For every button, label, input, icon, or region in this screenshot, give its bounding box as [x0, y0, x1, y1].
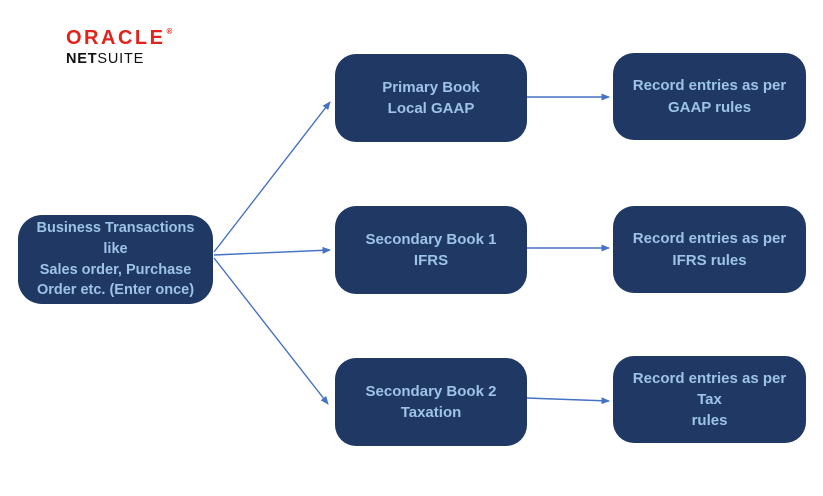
arrow-source-to-primary-book: [213, 101, 331, 253]
ifrs-record-box: Record entries as per IFRS rules: [613, 206, 806, 293]
box-text-line: Primary Book: [382, 78, 480, 96]
box-text-line: Business Transactions like: [36, 220, 195, 257]
box-text-line: Record entries as per: [632, 230, 787, 248]
box-text-line: GAAP rules: [667, 98, 752, 116]
registered-trademark-symbol: ®: [166, 27, 173, 36]
box-text-line: IFRS rules: [672, 251, 747, 269]
box-text-line: Taxation: [400, 404, 462, 421]
oracle-netsuite-logo: ORACLE® NETSUITE: [66, 28, 172, 67]
source-transactions-box: Business Transactions like Sales order, …: [18, 215, 213, 304]
box-text-line: Record entries as per: [632, 77, 787, 95]
oracle-text: ORACLE: [66, 27, 166, 49]
primary-book-box: Primary Book Local GAAP: [335, 54, 527, 142]
box-text-line: Local GAAP: [387, 100, 475, 117]
arrow-source-to-secondary-book-2: [213, 257, 329, 405]
box-text-line: IFRS: [413, 252, 449, 269]
netsuite-suite-text: SUITE: [97, 51, 145, 67]
box-text-line: Sales order, Purchase: [39, 261, 192, 278]
arrow-secondary-book-2-to-tax-record: [525, 397, 610, 405]
netsuite-wordmark: NETSUITE: [66, 52, 172, 67]
box-text-line: rules: [691, 412, 728, 430]
tax-record-box: Record entries as per Tax rules: [613, 356, 806, 443]
secondary-book-1-box: Secondary Book 1 IFRS: [335, 206, 527, 294]
box-text-line: Record entries as per Tax: [632, 369, 787, 408]
box-text-line: Order etc. (Enter once): [36, 282, 195, 299]
netsuite-net-text: NET: [66, 51, 98, 67]
box-text-line: Secondary Book 1: [365, 230, 497, 248]
secondary-book-2-box: Secondary Book 2 Taxation: [335, 358, 527, 446]
gaap-record-box: Record entries as per GAAP rules: [613, 53, 806, 140]
box-text-line: Secondary Book 2: [365, 382, 497, 400]
oracle-wordmark: ORACLE®: [66, 27, 173, 49]
arrow-source-to-secondary-book-1: [213, 246, 331, 256]
